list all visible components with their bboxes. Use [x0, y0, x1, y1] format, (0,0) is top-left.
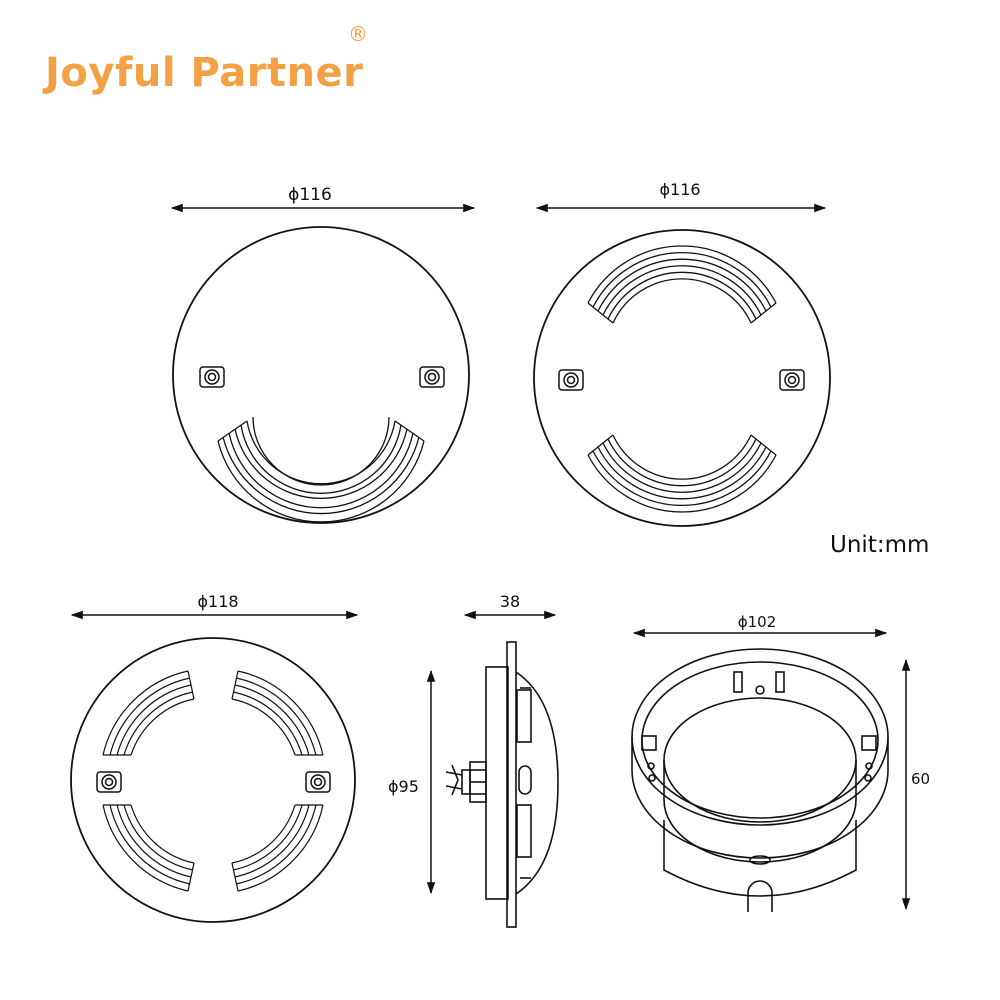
screw-hole-right	[305, 771, 331, 793]
screw-hole-left	[558, 369, 584, 391]
housing-rim-bottom	[631, 737, 889, 859]
screw-hole-right	[419, 366, 445, 388]
top-right-view: ϕ116	[533, 180, 831, 527]
housing-view: ϕ102 60	[631, 613, 930, 912]
light-window-quadrants	[102, 670, 324, 892]
screw-hole-left	[96, 771, 122, 793]
dimension-label-housing-height: 60	[911, 770, 930, 788]
dimension-label-top-right: ϕ116	[659, 180, 700, 199]
registered-mark: ®	[348, 22, 368, 46]
dimension-label-bottom-left: ϕ118	[197, 592, 238, 611]
screw-hole-right	[779, 369, 805, 391]
side-view: 38 ϕ95	[388, 592, 559, 928]
bottom-left-view: ϕ118	[70, 592, 359, 923]
dimension-label-housing-diameter: ϕ102	[738, 613, 777, 631]
dimension-label-depth: 38	[500, 592, 520, 611]
light-window-bottom	[587, 434, 777, 513]
clip-right	[861, 735, 877, 751]
dimension-label-top-left: ϕ116	[288, 185, 332, 205]
clip-left	[641, 735, 657, 751]
top-left-view: ϕ116	[170, 185, 476, 524]
unit-label: Unit:mm	[830, 532, 930, 558]
light-window-top	[587, 245, 777, 324]
light-window-bottom	[217, 416, 425, 523]
flange	[506, 641, 517, 928]
screw-hole-left	[199, 366, 225, 388]
brand-logo-text: Joyful Partner	[45, 50, 364, 96]
dimension-label-height: ϕ95	[388, 777, 419, 796]
domed-lens	[515, 671, 559, 895]
cover-outline	[70, 637, 356, 923]
clip-top-right	[775, 671, 785, 693]
cable-break	[445, 764, 463, 796]
cable-notch	[747, 880, 773, 912]
cover-outline	[533, 229, 831, 527]
clip-top-left	[733, 671, 743, 693]
body-back-plate	[485, 666, 509, 900]
housing-inner-bore	[663, 697, 857, 823]
cover-outline	[172, 226, 470, 524]
